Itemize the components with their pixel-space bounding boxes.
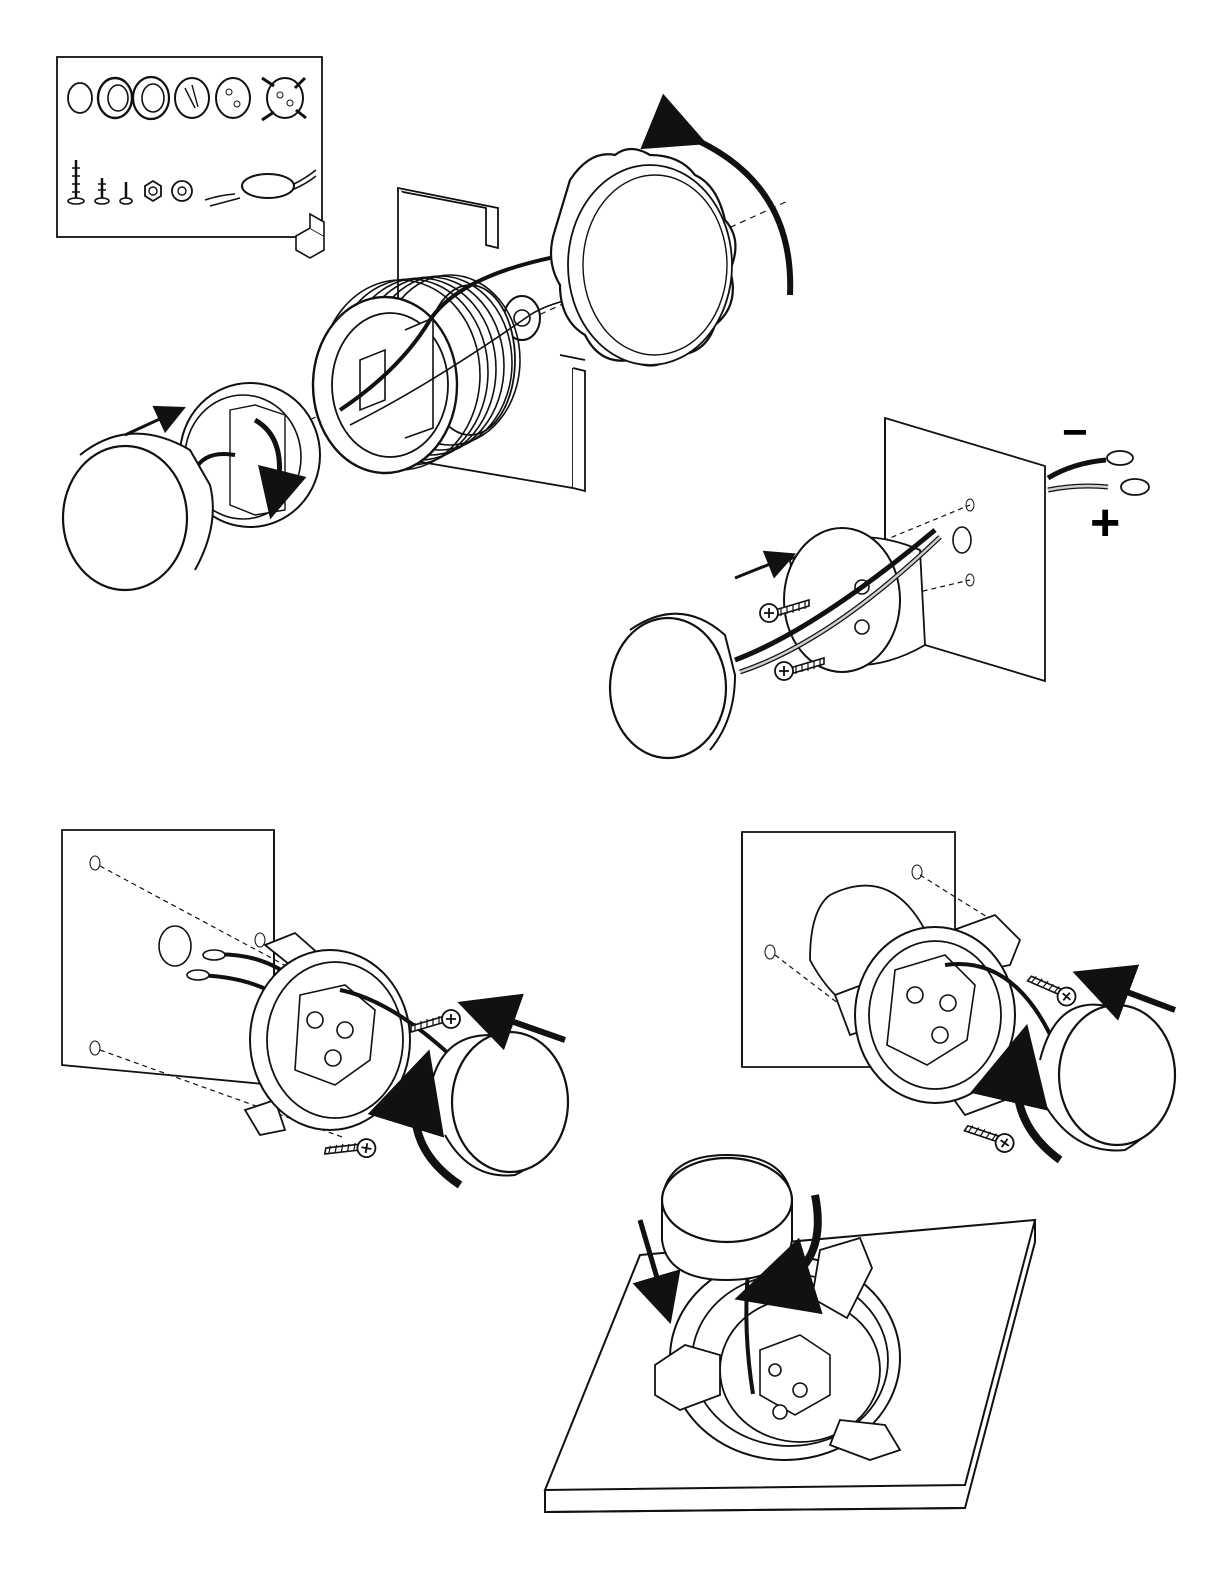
negative-label: − (1062, 408, 1088, 457)
screw-bottom (325, 1132, 377, 1162)
locking-ring (551, 149, 735, 365)
surface-screw-mount-panel: − + (610, 408, 1149, 758)
bracket-mount-left-panel (62, 830, 568, 1185)
recessed-twist-mount-panel (545, 1155, 1035, 1512)
screw-top (411, 1010, 460, 1032)
bracket-mount-right-panel (742, 832, 1175, 1160)
screw-bottom (775, 658, 824, 680)
housing-icon (175, 78, 209, 118)
screw-top (1028, 964, 1080, 1012)
parts-inventory-panel (57, 57, 324, 258)
threaded-ring-icon (133, 77, 169, 119)
lens-cap (662, 1155, 792, 1280)
wire-leads (1048, 451, 1149, 495)
inner-ring-icon (98, 78, 132, 118)
lens-cap (610, 614, 735, 758)
lens-cap (1040, 1005, 1175, 1151)
lens-cap-icon (68, 83, 92, 113)
insert-arrow (125, 412, 175, 435)
insert-arrow (735, 558, 785, 578)
lock-washer-icon (172, 181, 192, 201)
base-plate-icon (216, 78, 250, 118)
surface-base (784, 528, 925, 672)
lens-cap (430, 1032, 568, 1176)
screw-bottom (964, 1113, 1017, 1159)
positive-label: + (1090, 494, 1120, 552)
nut-icon (145, 181, 161, 201)
lens-cap (63, 434, 213, 590)
